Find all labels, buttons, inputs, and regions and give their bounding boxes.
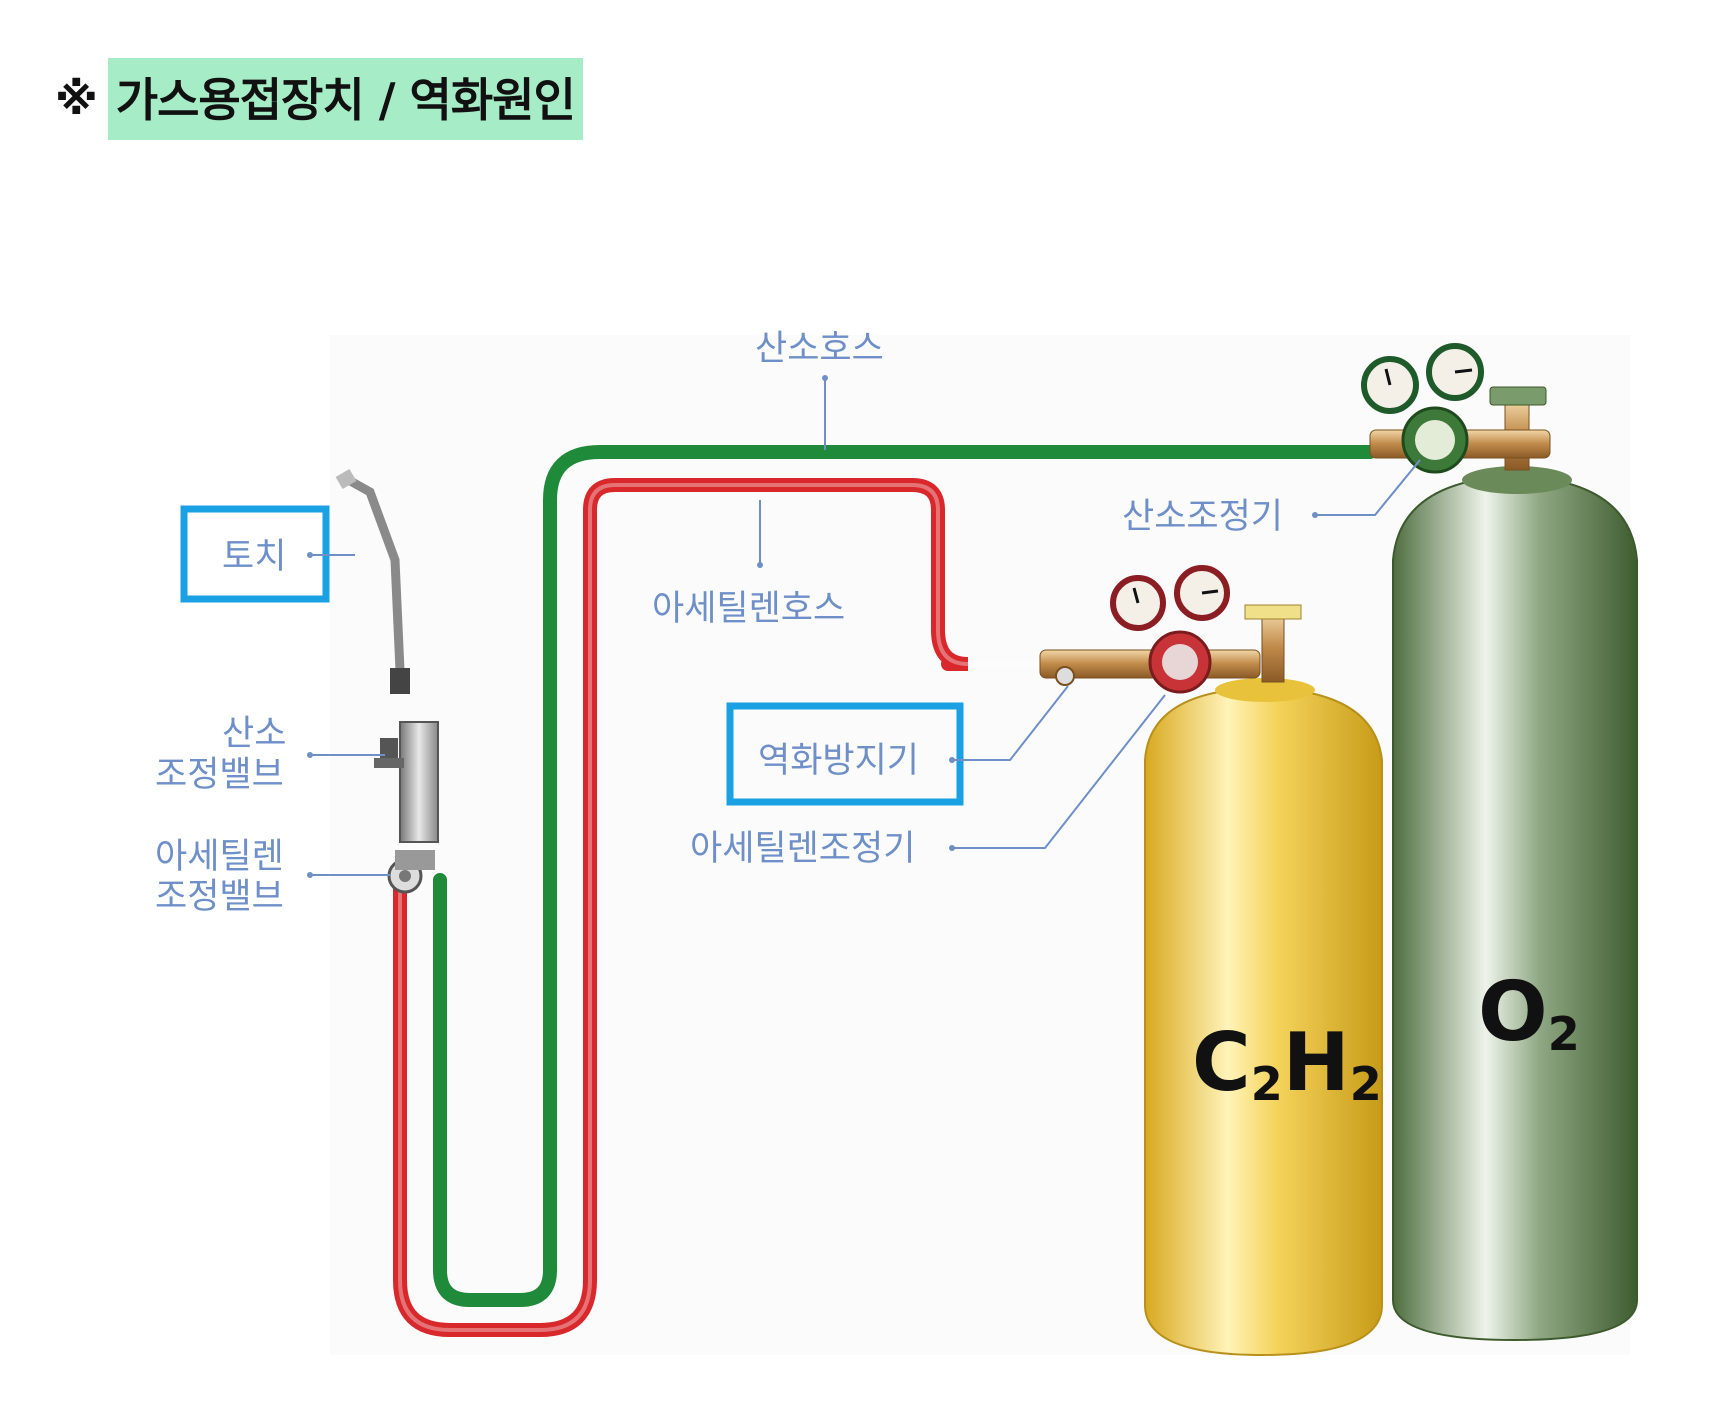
flashback-arrestor-part bbox=[1055, 666, 1075, 686]
page-title: ※ 가스용접장치 / 역화원인 bbox=[55, 58, 583, 140]
oxygen-cylinder: O2 bbox=[1392, 466, 1638, 1342]
acetylene-cylinder: C2H2 bbox=[1144, 678, 1383, 1357]
acetylene-regulator bbox=[1039, 565, 1302, 694]
label-flashback-arrestor: 역화방지기 bbox=[758, 741, 919, 781]
label-torch: 토치 bbox=[222, 537, 286, 577]
title-text: 가스용접장치 / 역화원인 bbox=[107, 58, 583, 140]
label-oxygen-valve-line1: 산소 bbox=[222, 714, 286, 754]
label-oxygen-hose: 산소호스 bbox=[755, 329, 884, 369]
acetylene-formula: C2H2 bbox=[1192, 1016, 1382, 1111]
oxygen-hose bbox=[433, 445, 1377, 1307]
label-acetylene-valve-line2: 조정밸브 bbox=[155, 877, 284, 917]
label-acetylene-hose: 아세틸렌호스 bbox=[652, 589, 845, 629]
oxygen-formula: O2 bbox=[1478, 965, 1580, 1061]
label-oxygen-valve-line2: 조정밸브 bbox=[155, 755, 284, 795]
leader-lines bbox=[307, 375, 1421, 878]
oxygen-regulator bbox=[1361, 343, 1551, 474]
label-oxygen-regulator: 산소조정기 bbox=[1122, 497, 1283, 537]
acetylene-hose bbox=[393, 478, 1060, 1337]
label-acetylene-valve-line1: 아세틸렌 bbox=[155, 837, 284, 877]
label-acetylene-regulator: 아세틸렌조정기 bbox=[690, 829, 915, 869]
torch bbox=[335, 468, 439, 894]
flashback-arrestor-highlight-box bbox=[726, 702, 964, 806]
reference-mark: ※ bbox=[55, 73, 98, 125]
